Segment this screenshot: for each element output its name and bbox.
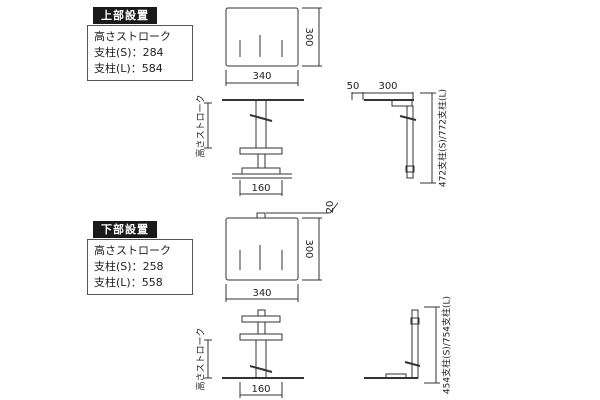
top-plate-width-label: 340: [252, 71, 271, 82]
top-side-depth-label: 300: [378, 81, 397, 92]
top-base-dim: [239, 180, 283, 196]
bottom-spec-pole-s: 支柱(S)：258: [94, 260, 164, 273]
bottom-plate-plan: [225, 212, 299, 281]
bottom-spec-box: 高さストローク 支柱(S)：258 支柱(L)：558: [87, 239, 193, 295]
bottom-section-label: 下部設置: [93, 221, 157, 238]
top-pole-label: 472支柱(S)/772支柱(L): [437, 89, 449, 187]
bottom-spec-stroke: 高さストローク: [94, 244, 171, 257]
top-plate-depth-label: 300: [303, 27, 314, 46]
bottom-plate-width-label: 340: [252, 288, 271, 299]
bottom-stroke-label: 高さストローク: [195, 327, 207, 390]
top-stroke-label: 高さストローク: [195, 94, 207, 157]
top-stroke-dim: [204, 102, 212, 149]
bottom-plate-depth-label: 300: [303, 239, 314, 258]
bottom-base-dim: [239, 382, 283, 398]
bottom-plate-depth-dim: [302, 217, 322, 281]
top-spec-pole-s: 支柱(S)：284: [94, 46, 164, 59]
bottom-front-view: [222, 309, 304, 379]
top-side-offset-label: 50: [347, 81, 360, 92]
bottom-spec-pole-l: 支柱(L)：558: [94, 276, 163, 289]
top-front-view: [222, 99, 304, 179]
top-plate-width-dim: [225, 70, 299, 86]
top-plate-plan: [225, 7, 299, 67]
top-side-view: [351, 92, 436, 184]
bottom-side-view: [364, 306, 440, 384]
top-base-width-label: 160: [251, 183, 270, 194]
bottom-pole-label: 454支柱(S)/754支柱(L): [441, 296, 453, 394]
top-plate-depth-dim: [302, 7, 322, 67]
bottom-tab-offset-label: 20: [325, 201, 336, 214]
bottom-tab-dim: [266, 202, 339, 214]
top-spec-box: 高さストローク 支柱(S)：284 支柱(L)：584: [87, 25, 193, 81]
top-section-label: 上部設置: [93, 7, 157, 24]
bottom-base-width-label: 160: [251, 384, 270, 395]
top-spec-stroke: 高さストローク: [94, 30, 171, 43]
top-spec-pole-l: 支柱(L)：584: [94, 62, 163, 75]
bottom-stroke-dim: [204, 339, 212, 379]
bottom-plate-width-dim: [225, 284, 299, 302]
